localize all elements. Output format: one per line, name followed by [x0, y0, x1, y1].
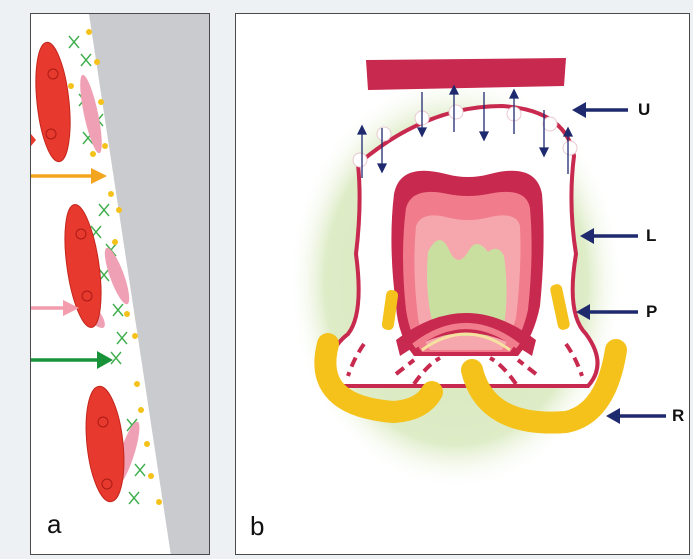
panel-b-label: b: [250, 511, 264, 542]
callout-label-p: P: [646, 302, 657, 322]
panel-a-label: a: [47, 509, 61, 540]
callout-arrow-u: [572, 102, 628, 118]
panel-b-illustration: [236, 14, 690, 555]
panel-b: U L P R b: [235, 13, 690, 555]
callout-arrow-r: [606, 408, 666, 424]
orange-arrow: [31, 168, 107, 184]
panel-a: a: [30, 13, 210, 555]
green-arrow: [31, 351, 113, 369]
callout-label-r: R: [672, 406, 684, 426]
callout-label-l: L: [646, 226, 656, 246]
panel-a-illustration: [31, 14, 210, 555]
edge-mark: [31, 134, 36, 146]
pink-arrow: [31, 300, 79, 316]
callout-label-u: U: [638, 100, 650, 120]
top-bar: [366, 58, 566, 90]
